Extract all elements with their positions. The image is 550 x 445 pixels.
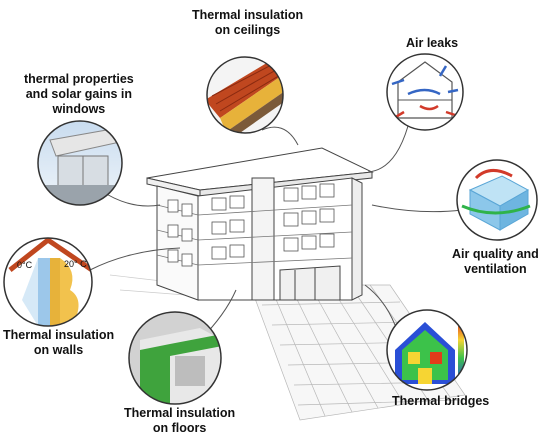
- label-window-solar-gains: thermal properties and solar gains in wi…: [24, 72, 134, 116]
- label-thermal-bridges: Thermal bridges: [392, 394, 490, 408]
- wall-insulation-icon: [3, 237, 93, 327]
- thermal-bridges-icon: [386, 309, 468, 391]
- apartment-building: [146, 147, 374, 301]
- ceiling-insulation-icon: [206, 56, 284, 134]
- label-air-leaks: Air leaks: [406, 36, 459, 50]
- floor-insulation-icon: [128, 311, 222, 405]
- inside-temperature-label: 20° C: [64, 259, 87, 269]
- label-floor-insulation: Thermal insulation on floors: [124, 406, 236, 435]
- label-air-quality-ventilation: Air quality and ventilation: [452, 247, 539, 276]
- window-awning-icon: [37, 120, 123, 206]
- label-wall-insulation: Thermal insulation on walls: [3, 328, 115, 357]
- label-ceiling-insulation: Thermal insulation on ceilings: [192, 8, 304, 37]
- air-leaks-icon: [386, 53, 464, 131]
- ventilation-icon: [456, 159, 538, 241]
- outside-temperature-label: 0°C: [17, 260, 33, 270]
